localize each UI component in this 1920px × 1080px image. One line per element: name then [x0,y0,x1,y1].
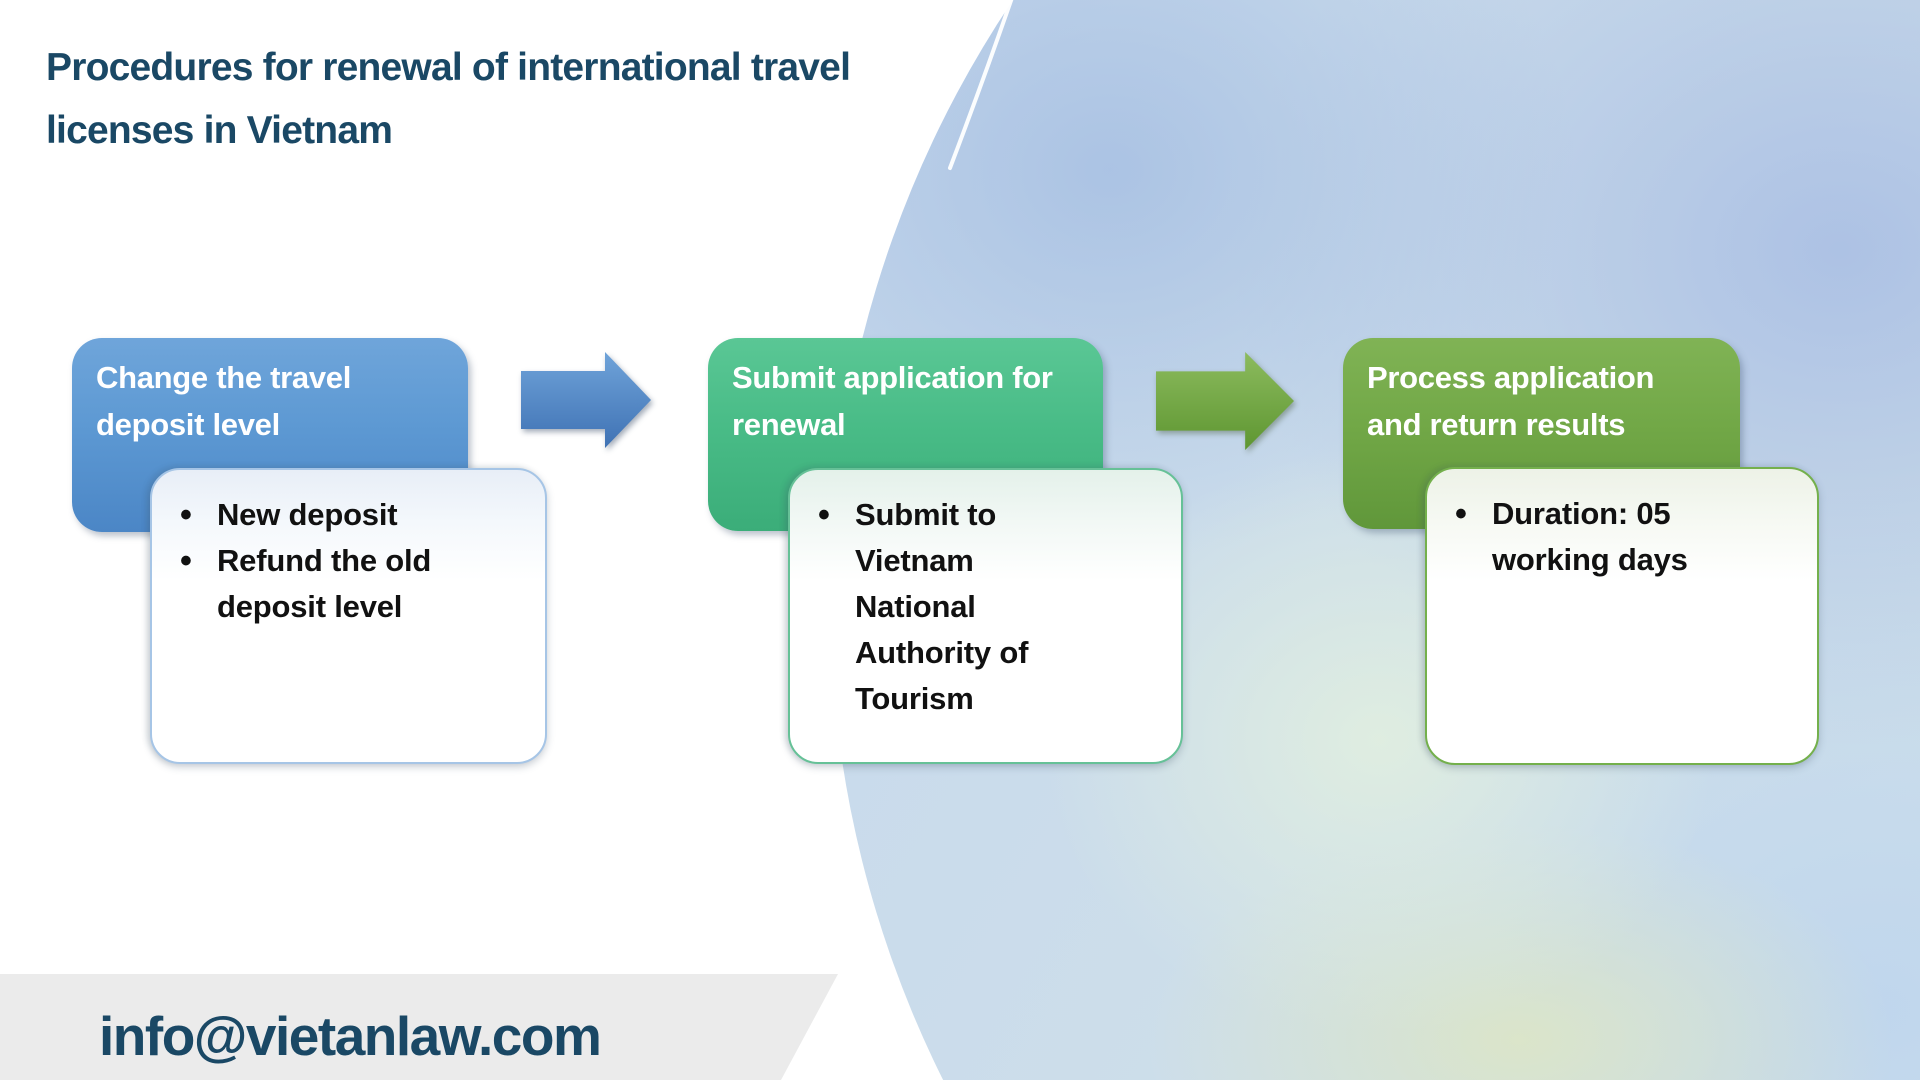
step-2-details-panel: Submit to Vietnam National Authority of … [788,468,1183,764]
step-1-details-panel: New deposit Refund the old deposit level [150,468,547,764]
step-3-details-panel: Duration: 05 working days [1425,467,1819,765]
step-2-header-label: Submit application for renewal [732,360,1053,442]
flow-arrow-icon-1 [521,352,651,448]
bullet-item: Submit to Vietnam National Authority of … [818,492,1070,722]
step-3-bullet-list: Duration: 05 working days [1427,469,1817,583]
footer-email: info@vietanlaw.com [99,1005,602,1067]
bullet-item: Duration: 05 working days [1455,491,1792,583]
step-3-header-label: Process application and return results [1367,360,1655,442]
page-title: Procedures for renewal of international … [46,46,851,152]
flow-arrow-icon-2 [1156,352,1294,450]
bullet-item: New deposit [180,492,472,538]
footer-band [0,974,838,1080]
step-2-bullet-list: Submit to Vietnam National Authority of … [790,470,1181,722]
step-1-bullet-list: New deposit Refund the old deposit level [152,470,545,630]
step-1-header-label: Change the travel deposit level [96,360,352,442]
bullet-item: Refund the old deposit level [180,538,472,630]
